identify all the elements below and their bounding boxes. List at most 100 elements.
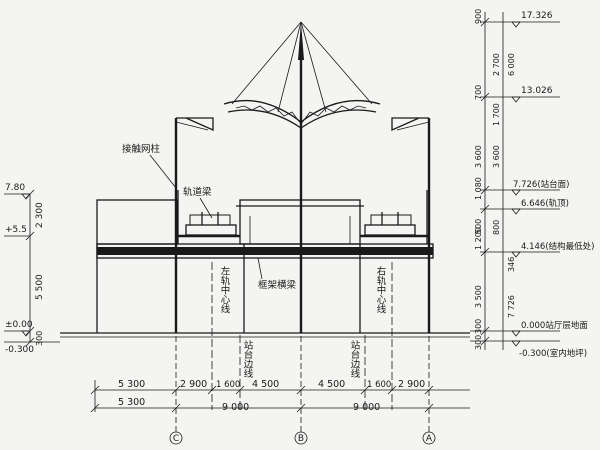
right-elev-marker-4: [511, 208, 521, 215]
roof-truss-top: [223, 99, 381, 123]
track-beam-leader: [199, 197, 213, 219]
left-dim-2: 5 500: [35, 274, 45, 300]
labels: 接触网柱 轨道梁 框架横梁 左轨中心线 右轨中心线 站台边线 站台边线: [122, 143, 386, 378]
train-bogie-right: [370, 214, 412, 226]
catenary-brace-left: [175, 121, 209, 131]
axis-bubble-b: [294, 431, 308, 445]
bottom-dim-4: 4 500: [252, 379, 279, 390]
right-elev-marker-3: [511, 189, 521, 196]
b-tick-11: [296, 403, 306, 413]
right-outer-dim-4: 1 080: [474, 177, 483, 200]
cable-left-outer: [231, 21, 302, 105]
right-outer-dim-6: 500: [474, 219, 483, 234]
r-tick-4: [480, 204, 490, 214]
right-platform-edge-label: 站台边线: [349, 339, 361, 378]
right-elev-marker-7: [511, 340, 521, 347]
right-inner-dim-7: 7 726: [507, 295, 516, 318]
right-inner-dim-5: 6 000: [507, 53, 516, 76]
track-beam-label: 轨道梁: [183, 186, 212, 198]
right-elev-marker-6: [511, 330, 521, 337]
right-elev-5-value: 4.146(结构最低处): [521, 241, 594, 252]
axis-bubble-a: [422, 431, 436, 445]
bottom-dim-2: 2 900: [180, 379, 207, 390]
cable-left-inner: [277, 21, 302, 113]
catenary-brace-right: [396, 121, 430, 131]
left-tick-4: [25, 337, 35, 347]
left-track-center-label: 左轨中心线: [219, 265, 231, 313]
left-dim-1: 2 300: [35, 202, 45, 228]
right-outer-dim-7: 3 500: [474, 285, 483, 308]
left-elevation-marks: 7.80 +5.5 ±0.00 -0.300 2 300 5 500 300: [4, 183, 60, 355]
left-tick-2: [25, 231, 35, 241]
bottom-dim-10: 9 000: [353, 402, 380, 413]
b-tick-12: [424, 403, 434, 413]
b-tick-9: [90, 403, 100, 413]
right-elev-marker-5: [511, 251, 521, 258]
catenary-arm-left: [176, 117, 214, 132]
b-tick-2: [171, 385, 181, 395]
axis-label-c: C: [173, 434, 179, 444]
right-track-center-label: 右轨中心线: [375, 265, 387, 313]
right-elev-marker-1: [511, 21, 521, 28]
platform-box: [239, 199, 361, 245]
left-tick-3: [25, 326, 35, 336]
right-outer-dim-2: 700: [474, 85, 483, 100]
b-tick-5: [296, 385, 306, 395]
bottom-dim-5: 4 500: [318, 379, 345, 390]
catenary-pole-label: 接触网柱: [122, 143, 161, 155]
right-elev-marker-2: [511, 96, 521, 103]
left-elev-ground: ±0.00: [5, 320, 33, 330]
right-inner-dim-2: 1 700: [492, 103, 501, 126]
r-tick-3: [480, 185, 490, 195]
bottom-dim-9: 9 000: [222, 402, 249, 413]
right-elev-7-value: -0.300(室内地坪): [519, 348, 587, 359]
bottom-dim-8: 5 300: [118, 397, 145, 408]
left-elev-mid: +5.5: [5, 225, 27, 235]
left-annex-upper: [96, 199, 178, 245]
structure: [60, 21, 470, 338]
b-tick-3: [207, 385, 217, 395]
right-outer-dim-5: 1 200: [474, 227, 483, 250]
axis-bubbles: C B A: [169, 431, 436, 445]
left-elev-below: -0.300: [5, 345, 34, 355]
cable-right-outer: [300, 21, 373, 105]
r-tick-6: [480, 326, 490, 336]
right-inner-dim-3: 3 600: [492, 145, 501, 168]
r-tick-5: [480, 247, 490, 257]
left-elev-top: 7.80: [5, 183, 25, 193]
right-elev-3-value: 7.726(站台面): [513, 179, 569, 190]
bottom-dim-6: 1 600: [367, 380, 391, 390]
r-tick-7: [480, 336, 490, 346]
frame-beam-fill: [97, 247, 433, 255]
r-tick-2: [480, 92, 490, 102]
bottom-dimensions: 5 300 2 900 1 600 4 500 4 500 1 600 2 90…: [90, 379, 470, 413]
bottom-dim-7: 2 900: [398, 379, 425, 390]
catenary-arm-right: [391, 117, 429, 132]
axis-bubble-c: [169, 431, 183, 445]
left-tick-1: [25, 189, 35, 199]
b-tick-1: [90, 385, 100, 395]
right-elevation-marks: 17.326 13.026 7.726(站台面) 6.646(轨顶) 4.146…: [470, 9, 594, 359]
right-elev-4-value: 6.646(轨顶): [521, 198, 569, 209]
right-inner-dim-1: 2 700: [492, 53, 501, 76]
frame-beam-leader: [257, 257, 263, 280]
frame-beam-label: 框架横梁: [258, 279, 297, 291]
cable-right-inner: [300, 21, 327, 113]
right-outer-dim-9: 300: [474, 335, 483, 350]
train-bogie-left: [189, 214, 231, 226]
bottom-dim-3: 1 600: [216, 380, 240, 390]
b-tick-4: [235, 385, 245, 395]
right-outer-dim-1: 900: [474, 9, 483, 24]
axis-label-b: B: [298, 434, 304, 444]
bottom-dim-1: 5 300: [118, 379, 145, 390]
catenary-pole-leader: [149, 154, 177, 189]
right-inner-dim-6: 346: [507, 257, 516, 272]
right-elev-1-value: 17.326: [521, 11, 553, 21]
center-lines: [175, 262, 430, 435]
b-tick-6: [360, 385, 370, 395]
b-tick-10: [171, 403, 181, 413]
right-outer-dim-3: 3 600: [474, 145, 483, 168]
b-tick-8: [424, 385, 434, 395]
roof-truss-web: [235, 105, 367, 125]
